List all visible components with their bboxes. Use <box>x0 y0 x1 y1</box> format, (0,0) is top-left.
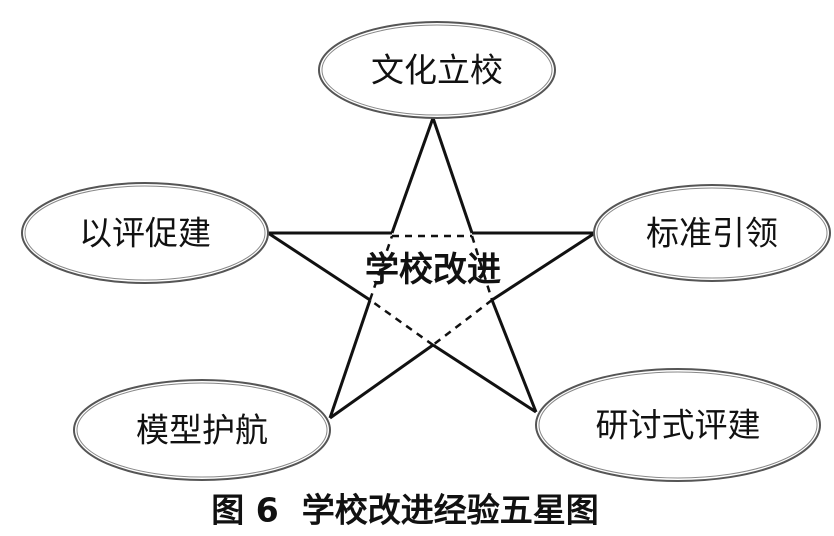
star-edge <box>329 343 434 420</box>
node-ellipse-edge <box>76 382 328 478</box>
node-label-bottom-left: 模型护航 <box>136 411 268 450</box>
node-ellipse-edge <box>24 185 266 281</box>
center-label: 学校改进 <box>365 250 501 290</box>
node-top: 文化立校 <box>318 21 556 119</box>
node-bottom-left: 模型护航 <box>73 379 331 481</box>
star-edge <box>431 117 474 234</box>
node-bottom-right: 研讨式评建 <box>535 368 821 482</box>
node-label-bottom-right: 研讨式评建 <box>596 406 761 445</box>
node-ellipse-edge <box>596 187 828 279</box>
star-edge <box>328 299 372 419</box>
node-left: 以评促建 <box>21 182 269 284</box>
node-ellipse <box>593 184 831 282</box>
node-label-left: 以评促建 <box>79 214 211 253</box>
inner-edge <box>369 298 434 347</box>
node-right: 标准引领 <box>593 184 831 282</box>
node-ellipse <box>535 368 821 482</box>
node-ellipse <box>21 182 269 284</box>
inner-pentagon <box>368 234 494 347</box>
inner-edge <box>368 235 394 301</box>
star-edge <box>491 231 596 302</box>
node-ellipse-edge <box>538 371 818 479</box>
node-ellipse <box>318 21 556 119</box>
star-edge <box>267 231 371 302</box>
star-edge <box>432 343 537 414</box>
star-outline <box>267 117 596 420</box>
star-edge <box>490 299 538 413</box>
star-edge <box>390 117 435 234</box>
node-ellipse-edge <box>321 24 553 116</box>
figure-caption: 图 6 学校改进经验五星图 <box>211 491 598 530</box>
node-ellipse <box>73 379 331 481</box>
node-label-right: 标准引领 <box>646 214 778 253</box>
inner-edge <box>470 235 494 301</box>
node-label-top: 文化立校 <box>371 51 503 90</box>
inner-edge <box>432 299 493 346</box>
